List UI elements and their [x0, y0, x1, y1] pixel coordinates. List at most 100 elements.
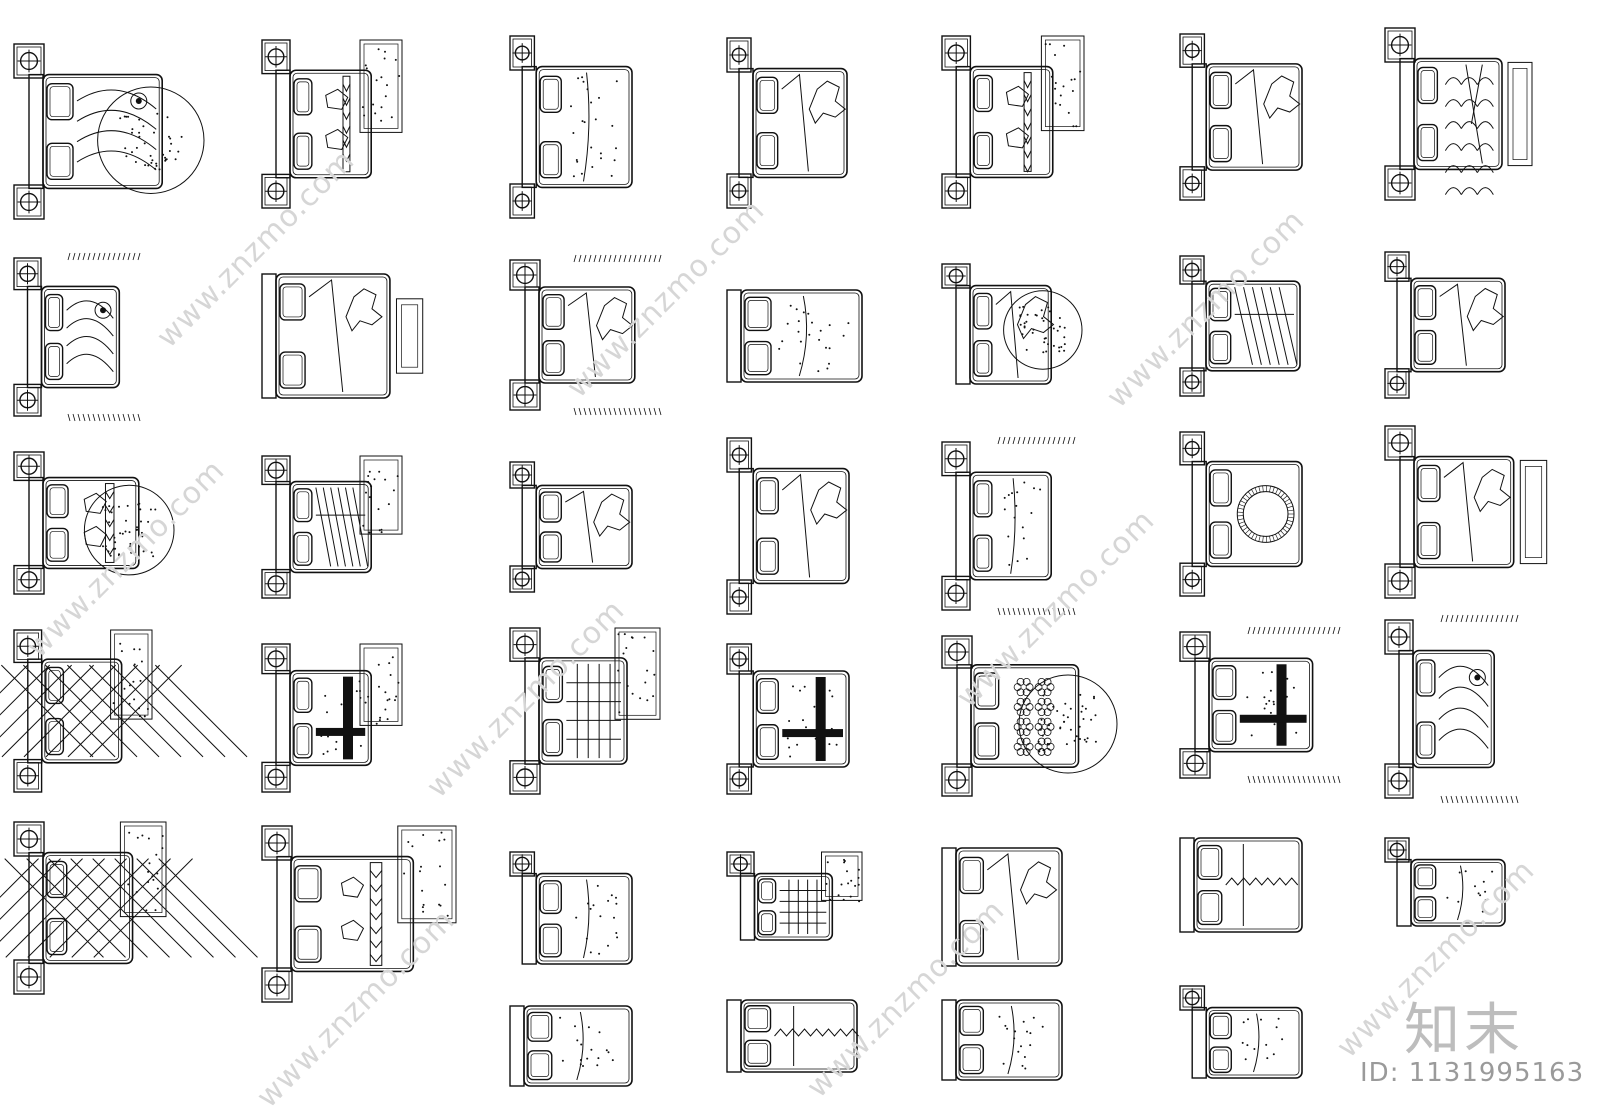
headboard — [1399, 455, 1415, 569]
pillow — [45, 666, 65, 705]
bed-plan-36 — [509, 1005, 633, 1087]
pillow — [293, 531, 313, 566]
pillow — [973, 480, 993, 518]
bed-plan-15 — [13, 451, 175, 595]
pillow — [1209, 330, 1232, 365]
headboard — [955, 65, 971, 179]
pillow — [1209, 1046, 1232, 1074]
pillow — [973, 131, 994, 170]
bed-frame — [42, 73, 163, 190]
headboard — [261, 273, 277, 399]
bed-plan-21 — [1384, 425, 1548, 599]
pillow — [756, 131, 779, 170]
bed-frame — [1413, 455, 1515, 569]
bed-plan-5 — [941, 35, 1085, 209]
pillow — [1209, 469, 1232, 507]
pillow — [1209, 521, 1232, 559]
bed-frame — [1193, 837, 1303, 933]
pillow — [294, 925, 322, 963]
headboard — [726, 999, 742, 1073]
headboard — [28, 851, 44, 965]
bed-plan-16 — [261, 455, 403, 599]
bed-frame — [1205, 1006, 1303, 1079]
bed-frame — [1205, 280, 1301, 372]
pillow — [542, 293, 565, 330]
pillow — [959, 1005, 985, 1036]
headboard — [1194, 657, 1210, 753]
pillow — [1209, 1012, 1232, 1040]
bed-frame — [535, 872, 633, 965]
headboard — [521, 65, 537, 189]
pillow — [46, 917, 68, 956]
bed-frame — [752, 670, 850, 768]
bed-frame — [40, 285, 121, 389]
rect-rug — [359, 643, 403, 726]
bed-plan-18 — [726, 437, 850, 615]
pillow — [44, 293, 64, 332]
image-id-label: ID: 1131995163 — [1360, 1058, 1585, 1088]
bed-plan-29 — [0, 821, 258, 995]
bed-plan-38 — [941, 999, 1063, 1081]
bed-plan-28 — [1384, 614, 1519, 804]
bed-frame — [752, 67, 848, 179]
rect-rug — [1040, 35, 1085, 132]
rect-rug — [397, 825, 457, 924]
bed-plan-6 — [1179, 33, 1303, 201]
pillow — [293, 677, 313, 714]
pillow — [539, 491, 562, 523]
pillow — [744, 1005, 772, 1033]
pillow — [756, 537, 779, 575]
bed-plan-13 — [1179, 255, 1301, 397]
bench — [1519, 459, 1548, 565]
bed-frame — [740, 999, 858, 1073]
bed-frame — [535, 65, 633, 189]
pillow — [539, 880, 562, 915]
headboard — [26, 285, 43, 389]
pillow — [974, 722, 1000, 760]
bed-plan-31 — [509, 851, 633, 965]
bed-frame — [289, 669, 372, 767]
headboard — [521, 484, 537, 570]
bed-plan-2 — [261, 39, 403, 209]
pillow — [744, 1039, 772, 1067]
bed-plan-27 — [1179, 626, 1341, 784]
headboard — [1179, 837, 1195, 933]
headboard — [521, 872, 537, 965]
headboard — [1191, 63, 1207, 171]
bed-frame — [1413, 57, 1503, 171]
bed-plan-14 — [1384, 251, 1506, 399]
bed-frame — [1205, 63, 1303, 171]
pillow — [1209, 287, 1232, 322]
pillow — [1414, 864, 1437, 890]
pillow — [756, 477, 779, 515]
bed-frame — [740, 289, 863, 383]
rect-rug — [119, 821, 167, 918]
bed-plan-26 — [941, 635, 1118, 797]
bench — [1507, 61, 1533, 167]
pillow — [756, 677, 779, 714]
headboard — [1398, 649, 1414, 769]
pillow — [44, 342, 64, 381]
rect-rug — [614, 627, 661, 720]
bed-frame — [1208, 657, 1314, 753]
pillow — [1414, 329, 1437, 365]
pillow — [542, 718, 564, 757]
bed-plan-25 — [726, 643, 850, 795]
bed-frame — [970, 663, 1080, 768]
pillow — [1416, 659, 1436, 697]
pillow — [293, 78, 313, 116]
pillow — [959, 856, 985, 895]
headboard — [1396, 858, 1412, 927]
headboard — [739, 872, 756, 941]
rect-rug — [821, 851, 863, 901]
pillow — [959, 919, 985, 958]
pillow — [46, 142, 74, 180]
pillow — [744, 296, 772, 332]
bed-plan-20 — [1179, 431, 1303, 597]
pillow — [1414, 896, 1437, 922]
bed-plan-3 — [509, 35, 633, 219]
bed-frame — [969, 471, 1052, 581]
pillow — [1212, 709, 1237, 745]
bed-frame — [969, 65, 1054, 179]
bed-plan-17 — [509, 461, 633, 593]
